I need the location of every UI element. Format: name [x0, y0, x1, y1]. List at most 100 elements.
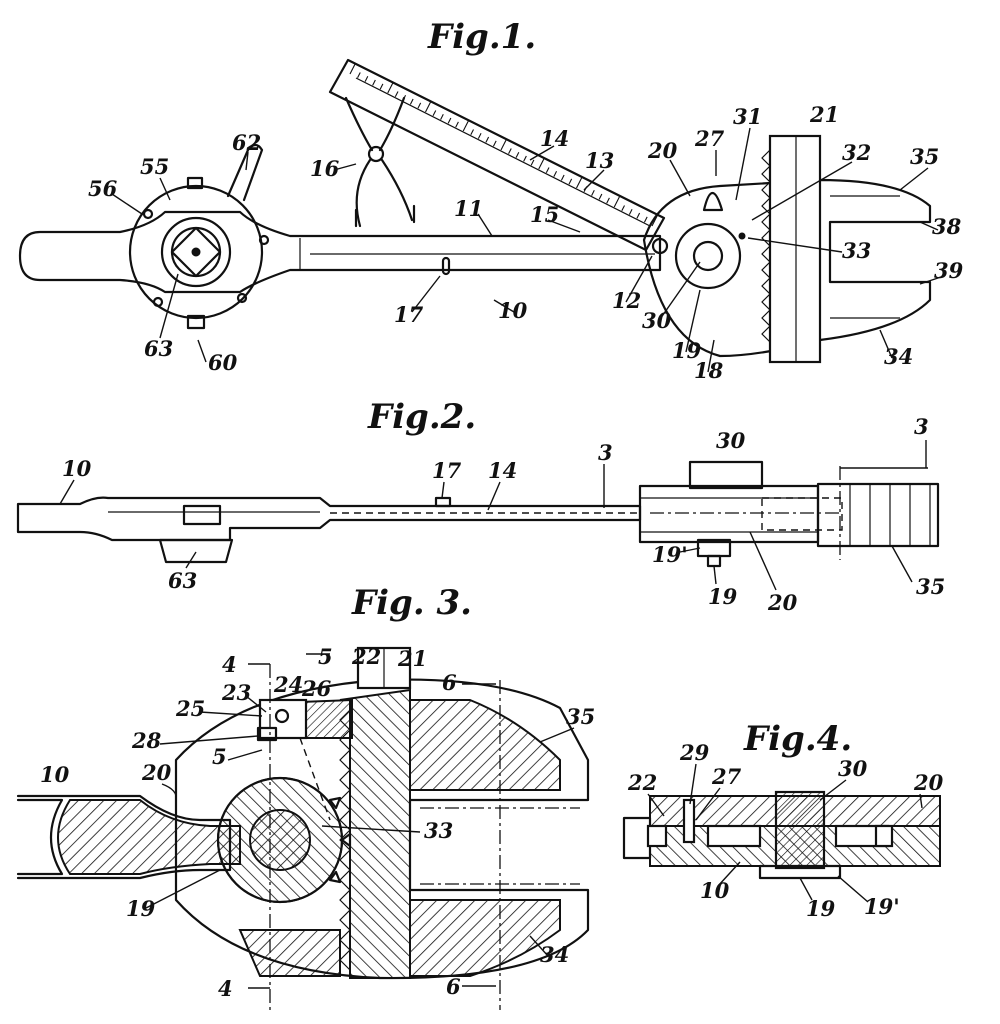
ruler-tick — [643, 216, 648, 223]
fig1-ref-63: 63 — [144, 336, 173, 361]
fig4-pin-27 — [682, 798, 696, 844]
fig3-leader-lines — [145, 695, 575, 957]
ruler-tick — [553, 171, 558, 177]
fig1-die-head — [128, 143, 270, 330]
ruler-tick — [508, 148, 512, 155]
ruler-tick — [523, 155, 527, 162]
fig1-ref-32: 32 — [842, 140, 871, 165]
ruler-tick — [515, 152, 520, 158]
fig3-ref-21: 21 — [397, 646, 427, 671]
ruler-tick — [394, 91, 399, 98]
fig2-ref-20: 20 — [767, 590, 798, 615]
ruler-tick — [455, 121, 459, 128]
ruler-tick — [349, 63, 356, 75]
fig1-ref-62: 62 — [232, 130, 261, 155]
ruler-tick — [447, 117, 452, 124]
figure-4: Fig.4. 22 29 27 30 20 10 19 19' — [622, 719, 944, 921]
ruler-tick — [357, 72, 361, 79]
fig3-title: Fig. 3. — [351, 583, 472, 623]
fig1-ref-21: 21 — [809, 102, 839, 127]
fig1-ref-39: 39 — [934, 258, 964, 283]
ruler-tick — [364, 76, 369, 82]
fig2-ref-17: 17 — [432, 458, 462, 483]
ruler-tick — [606, 197, 610, 204]
ruler-tick — [636, 212, 641, 219]
figure-2: Fig.2. 10 17 — [16, 397, 945, 615]
fig2-ref-19: 19 — [708, 584, 738, 609]
figure-1: Fig.1. — [18, 17, 964, 383]
fig3-ref-25: 25 — [175, 696, 205, 721]
fig1-ref-17: 17 — [394, 302, 424, 327]
fig2-title: Fig.2. — [367, 397, 476, 437]
fig1-ref-31: 31 — [733, 104, 762, 129]
ruler-tick — [560, 174, 565, 181]
fig1-leader-lines — [111, 127, 945, 373]
ruler-tick — [621, 205, 625, 212]
fig2-cap-30 — [688, 460, 764, 490]
fig1-ref-11: 11 — [454, 196, 483, 221]
fig1-ref-60: 60 — [208, 350, 238, 375]
fig4-section-view — [622, 790, 941, 880]
fig1-ref-27: 27 — [694, 126, 725, 151]
fig1-ref-20: 20 — [647, 138, 678, 163]
fig2-ref-14: 14 — [488, 458, 517, 483]
ruler-tick — [379, 83, 384, 90]
ruler-tick — [432, 110, 437, 117]
fig4-ref-19p: 19' — [864, 894, 900, 919]
fig1-jaw-head — [642, 134, 932, 364]
fig4-leader-lines — [647, 763, 923, 903]
fig2-ref-19p: 19' — [652, 542, 688, 567]
fig3-ref-35: 35 — [566, 704, 595, 729]
fig3-ref-24: 24 — [273, 672, 303, 697]
fig4-title: Fig.4. — [743, 719, 852, 759]
fig3-ref-6b: 6 — [446, 974, 461, 999]
ruler-tick — [477, 133, 482, 139]
fig2-ref-63: 63 — [168, 568, 197, 593]
fig3-ref-22: 22 — [351, 644, 381, 669]
fig4-ref-20: 20 — [913, 770, 944, 795]
ruler-tick — [417, 102, 422, 109]
fig2-leader-lines — [59, 440, 927, 591]
fig1-ref-55: 55 — [140, 154, 169, 179]
ruler-tick — [545, 167, 550, 174]
ruler-tick — [530, 159, 535, 166]
fig1-ref-38: 38 — [932, 214, 962, 239]
ruler-tick — [425, 101, 432, 113]
fig1-ref-34: 34 — [884, 344, 913, 369]
fig1-latch-27 — [702, 191, 724, 212]
fig3-pawl-23 — [258, 698, 308, 740]
fig4-ref-19: 19 — [806, 896, 836, 921]
ruler-tick — [462, 120, 470, 132]
fig1-ref-14: 14 — [540, 126, 569, 151]
ruler-tick — [628, 209, 633, 215]
ruler-tick — [500, 139, 507, 151]
ruler-tick — [538, 158, 545, 170]
fig3-ref-20: 20 — [141, 760, 172, 785]
ruler-tick — [485, 136, 490, 143]
fig3-section-view — [16, 646, 590, 1010]
fig3-ref-10: 10 — [40, 762, 70, 787]
fig2-ref-30: 30 — [716, 428, 746, 453]
fig3-ref-5b: 5 — [212, 744, 227, 769]
ruler-tick — [598, 193, 603, 200]
fig3-ref-5a: 5 — [318, 644, 333, 669]
fig1-ref-30: 30 — [642, 308, 672, 333]
fig3-ref-26: 26 — [301, 676, 332, 701]
fig1-ref-56: 56 — [88, 176, 118, 201]
fig4-reference-numerals: 22 29 27 30 20 10 19 19' — [627, 740, 944, 921]
fig4-ref-30: 30 — [838, 756, 868, 781]
ruler-tick — [440, 114, 444, 120]
fig3-ref-4a: 4 — [222, 652, 237, 677]
fig3-reference-numerals: 4 5 22 21 6 23 24 26 35 25 28 5 10 20 33… — [40, 644, 595, 1001]
fig2-ref-10: 10 — [62, 456, 92, 481]
fig4-ref-27: 27 — [711, 764, 742, 789]
figure-3: Fig. 3. — [16, 583, 595, 1010]
ruler-tick — [492, 140, 497, 147]
fig3-ref-4b: 4 — [218, 976, 233, 1001]
ruler-tick — [409, 98, 414, 105]
fig1-ref-13: 13 — [585, 148, 614, 173]
fig1-pliers — [344, 96, 416, 228]
fig3-ref-19: 19 — [126, 896, 156, 921]
ruler-tick — [372, 79, 376, 86]
fig1-ref-33: 33 — [842, 238, 871, 263]
